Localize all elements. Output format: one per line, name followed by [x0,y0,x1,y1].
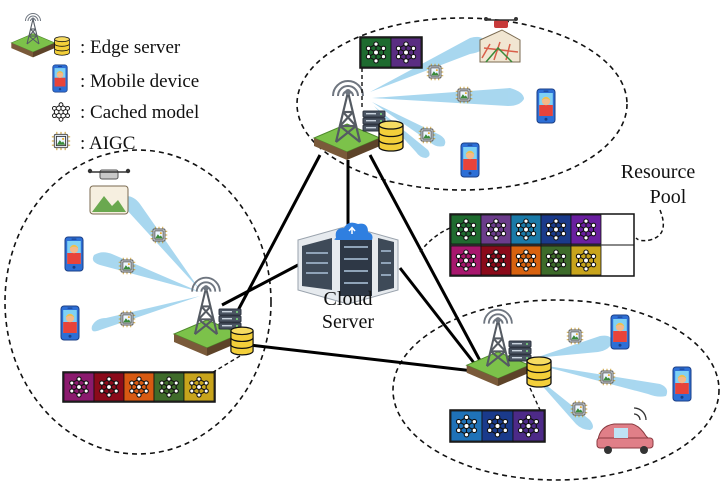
aigc-icon [455,86,473,104]
edge-server-left [173,276,254,357]
aigc-icon [118,257,136,275]
connected-car-icon [596,407,654,454]
legend-mobile-device-label: : Mobile device [80,71,199,92]
legend-edge-server-label: : Edge server [80,37,181,58]
cached-model-icon [481,410,514,442]
legend: : Edge server : Mobile device : Cached m… [10,12,199,154]
cached-model-icon [390,37,422,68]
pool-model-icon [480,214,512,245]
database-icon [378,120,404,152]
backhaul-links [221,154,487,374]
mobile-device-icon [60,305,80,341]
pool-model-icon [450,214,482,245]
cached-model-icon [93,372,125,402]
link-top-bottom [368,154,487,371]
rack-server-icon [218,308,242,330]
legend-aigc-icon [51,131,71,151]
resource-pool-label-line2: Pool [650,186,687,208]
drone-landscape-icon [87,168,131,215]
cache-bottom [449,409,546,443]
database-icon [526,356,552,388]
pool-model-icon [480,245,512,276]
cache-top [359,36,423,69]
edge-server-bottom [466,308,552,388]
cloud-label-line2: Server [322,311,375,333]
link-cloud-bottom [398,267,480,369]
mobile-device-icon [460,142,480,178]
top-edge-coverage-area [296,17,628,191]
legend-cached-model-icon [52,102,70,122]
cached-model-icon [450,410,483,442]
aigc-icon [418,126,436,144]
drone-map-icon [479,17,521,63]
aigc-icon [566,327,584,345]
cloud-label-line1: Cloud [324,288,373,310]
legend-cached-model-label: : Cached model [80,102,199,123]
mobile-device-icon [672,366,692,402]
legend-edge-server-icon [10,12,70,58]
cached-model-icon [512,410,545,442]
cache-left [62,371,216,403]
mobile-device-icon [64,236,84,272]
aigc-icon [598,368,616,386]
pool-model-icon [450,245,482,276]
pool-model-icon [510,214,542,245]
resource-pool [449,213,635,277]
cached-model-icon [360,37,392,68]
mobile-device-icon [610,314,630,350]
cached-model-icon [63,372,95,402]
mobile-device-icon [536,88,556,124]
rack-server-icon [508,340,532,362]
pool-model-icon [570,245,602,276]
aigc-icon [118,310,136,328]
link-left-bottom [249,343,483,374]
legend-mobile-device-icon [52,64,68,93]
pool-model-icon [540,245,572,276]
cached-model-icon [183,372,215,402]
legend-aigc-label: : AIGC [80,133,135,154]
aigc-icon [570,400,588,418]
pool-model-icon [510,245,542,276]
cached-model-icon [153,372,185,402]
left-edge-coverage-area [4,149,272,455]
database-icon [230,326,254,356]
bottom-edge-coverage-area [392,299,720,481]
pool-model-icon [540,214,572,245]
pool-model-icon [570,214,602,245]
cloud-server-icon [297,222,399,305]
edge-server-top [313,79,404,161]
cached-model-icon [123,372,155,402]
aigc-icon [150,226,168,244]
link-cloud-left [221,263,299,307]
aigc-icon [426,63,444,81]
resource-pool-label-line1: Resource [621,161,696,183]
link-top-left [223,154,322,336]
